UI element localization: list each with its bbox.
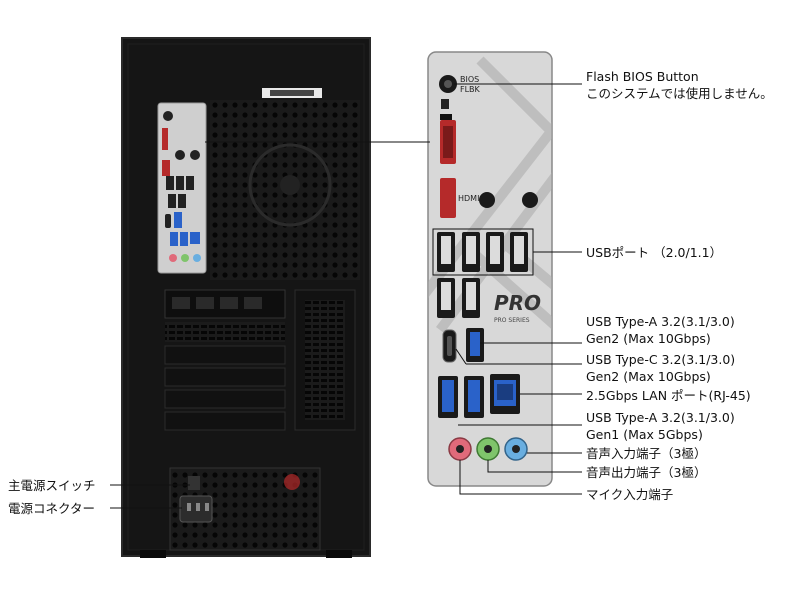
series-text: PRO SERIES: [494, 317, 530, 324]
label-power-connector: 電源コネクター: [8, 501, 96, 516]
label-usb-a-gen2-line1: USB Type-A 3.2(3.1/3.0): [586, 314, 735, 329]
label-usb-a-gen1-line2: Gen1 (Max 5Gbps): [586, 427, 703, 442]
label-lan: 2.5Gbps LAN ポート(RJ-45): [586, 388, 751, 403]
flbk-text: FLBK: [460, 85, 481, 94]
power-supply: [169, 467, 321, 551]
label-usb-c-gen2-line1: USB Type-C 3.2(3.1/3.0): [586, 352, 736, 367]
fan-icon: [248, 143, 332, 227]
expansion-area: [164, 289, 356, 431]
usb2-ports: [437, 232, 528, 318]
io-shield-zoom: BIOS FLBK HDMI PRO PRO SE: [427, 51, 553, 487]
brand-logo-text: PRO: [494, 291, 541, 315]
antenna-icon: [479, 192, 495, 208]
pc-case: [121, 37, 371, 558]
label-audio-out: 音声出力端子（3極）: [586, 465, 707, 480]
leader-lines: [110, 83, 582, 509]
hdmi-text: HDMI: [458, 194, 479, 203]
power-switch: [188, 476, 200, 490]
bios-text: BIOS: [460, 75, 479, 84]
label-usb-a-gen2-line2: Gen2 (Max 10Gbps): [586, 331, 711, 346]
label-usb-port: USBポート （2.0/1.1）: [586, 245, 723, 260]
label-flash-bios-note: このシステムでは使用しません。: [586, 86, 773, 101]
io-shield-small: [157, 102, 207, 274]
label-mic-in: マイク入力端子: [586, 487, 674, 502]
label-usb-c-gen2-line2: Gen2 (Max 10Gbps): [586, 369, 711, 384]
label-audio-in: 音声入力端子（3極）: [586, 446, 707, 461]
label-power-switch: 主電源スイッチ: [8, 478, 96, 493]
label-flash-bios: Flash BIOS Button: [586, 69, 699, 84]
antenna-icon: [522, 192, 538, 208]
label-usb-a-gen1-line1: USB Type-A 3.2(3.1/3.0): [586, 410, 735, 425]
